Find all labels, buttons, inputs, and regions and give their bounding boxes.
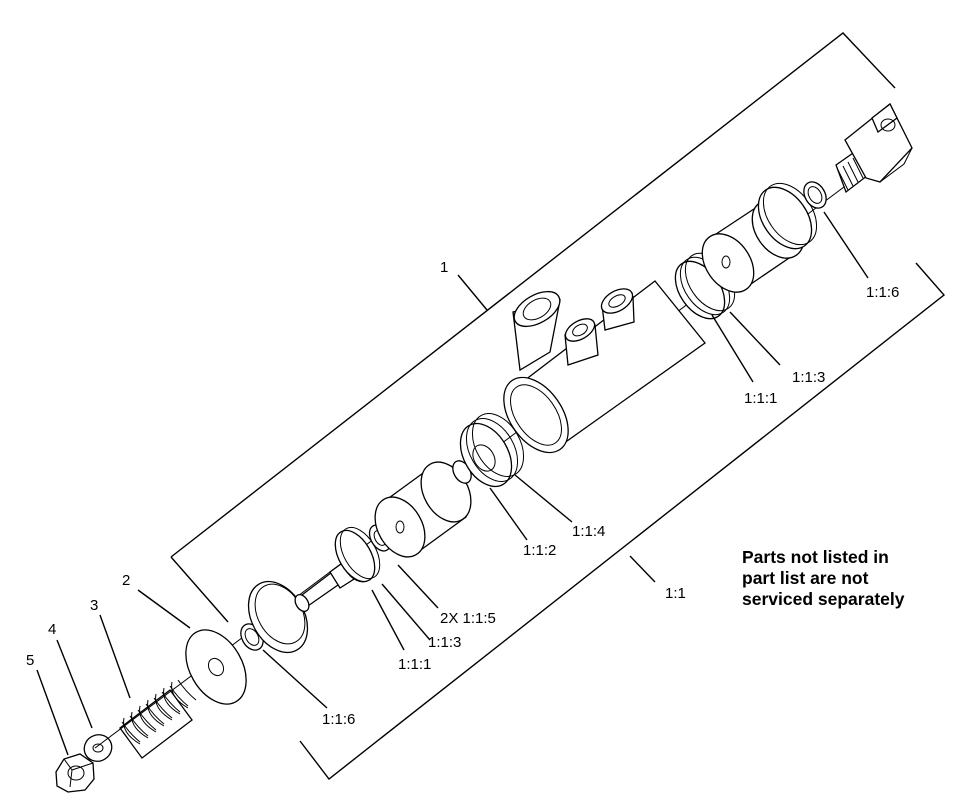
label-1-1-6-bottom: 1:1:6 xyxy=(322,711,355,728)
leader-1-1-2 xyxy=(489,487,528,541)
assembly-bracket-tick xyxy=(170,556,229,623)
label-4: 4 xyxy=(48,621,56,638)
leader-1-1-1-bottom xyxy=(371,589,405,651)
piston-seal-part xyxy=(452,413,525,488)
end-cap-bottom-part xyxy=(247,580,309,654)
spring-part xyxy=(119,679,197,759)
leader-3 xyxy=(99,614,131,699)
hex-nut-part xyxy=(55,753,95,793)
leader-1-1-3-top xyxy=(729,311,781,366)
large-washer-part xyxy=(185,629,247,705)
small-washer-part xyxy=(83,734,113,762)
label-1-1-2: 1:1:2 xyxy=(523,542,556,559)
top-piston-part xyxy=(701,182,818,293)
service-note-line-3: serviced separately xyxy=(742,589,905,609)
leader-1-1-3-bottom xyxy=(381,583,431,641)
label-2: 2 xyxy=(122,572,130,589)
cylinder-body-part xyxy=(503,280,706,454)
subassembly-bracket xyxy=(299,262,946,780)
label-1-1-6-top: 1:1:6 xyxy=(866,284,899,301)
seal-rings-bottom-part xyxy=(334,526,381,583)
label-1-1-3-bottom: 1:1:3 xyxy=(428,634,461,651)
leader-1-1-4 xyxy=(514,474,573,523)
leader-1-1-6-top xyxy=(823,211,869,279)
leader-2 xyxy=(137,589,191,629)
leader-1-1-1-top xyxy=(711,314,754,383)
service-note-line-1: Parts not listed in xyxy=(742,547,889,567)
leader-1-1-5 xyxy=(397,564,439,609)
leader-1 xyxy=(457,274,488,311)
label-1-1-5: 2X 1:1:5 xyxy=(440,610,496,627)
assembly-bracket xyxy=(170,32,896,558)
seal-ring-top-part xyxy=(803,181,827,209)
label-1-1-1-top: 1:1:1 xyxy=(744,390,777,407)
leader-1-1 xyxy=(629,555,656,583)
label-5: 5 xyxy=(26,652,34,669)
label-1: 1 xyxy=(440,259,448,276)
label-1-1-4: 1:1:4 xyxy=(572,523,605,540)
label-1-1: 1:1 xyxy=(665,585,686,602)
label-3: 3 xyxy=(90,597,98,614)
service-note-line-2: part list are not xyxy=(742,568,869,588)
label-1-1-1-bottom: 1:1:1 xyxy=(398,656,431,673)
leader-4 xyxy=(56,639,93,729)
leader-1-1-6-bottom xyxy=(262,649,328,709)
leader-5 xyxy=(36,669,69,756)
clevis-part xyxy=(835,102,913,194)
label-1-1-3-top: 1:1:3 xyxy=(792,369,825,386)
